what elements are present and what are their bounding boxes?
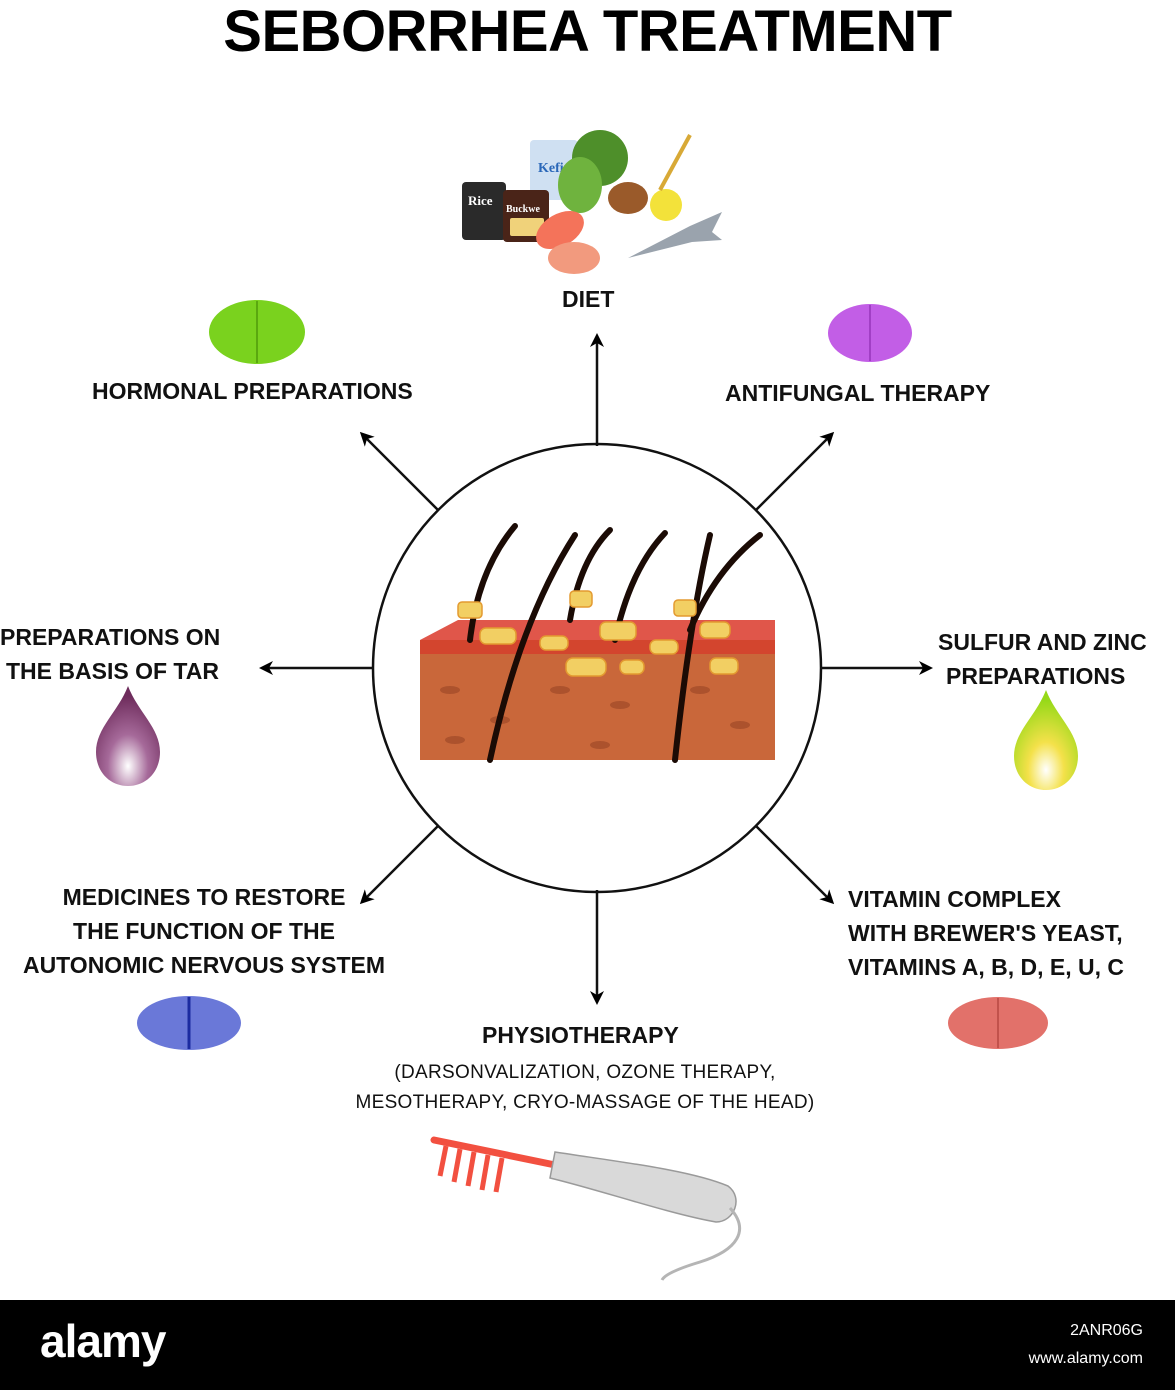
blue-pill-icon: [137, 996, 241, 1050]
vitamin-label: VITAMIN COMPLEX WITH BREWER'S YEAST, VIT…: [848, 882, 1124, 984]
food-group-icon: Kefir Rice Buckwe: [462, 130, 722, 274]
buckwheat-label: Buckwe: [506, 204, 540, 215]
page-title: SEBORRHEA TREATMENT: [223, 0, 952, 64]
image-id: 2ANR06G: [1070, 1322, 1143, 1339]
medicines-label-line-2: THE FUNCTION OF THE: [73, 918, 335, 944]
physiotherapy-details-line-1: (DARSONVALIZATION, OZONE THERAPY,: [394, 1062, 776, 1083]
arrow-down-right: [755, 825, 835, 905]
green-pill-icon: [209, 300, 305, 364]
brand-logo: alamy: [40, 1315, 166, 1367]
physiotherapy-details: (DARSONVALIZATION, OZONE THERAPY, MESOTH…: [340, 1058, 830, 1118]
tar-label-line-1: PREPARATIONS ON: [0, 624, 221, 650]
arrows-and-circle: Kefir Rice Buckwe: [96, 130, 1078, 1281]
arrow-down-left: [359, 825, 439, 905]
hormonal-label: HORMONAL PREPARATIONS: [92, 378, 413, 404]
sulfur-label-line-2: PREPARATIONS: [946, 663, 1126, 689]
sulfur-label: SULFUR AND ZINC PREPARATIONS: [938, 625, 1147, 693]
vitamin-label-line-1: VITAMIN COMPLEX: [848, 886, 1061, 912]
physiotherapy-details-line-2: MESOTHERAPY, CRYO-MASSAGE OF THE HEAD): [355, 1092, 815, 1113]
vitamin-label-line-3: VITAMINS A, B, D, E, U, C: [848, 954, 1125, 980]
purple-drop-icon: [96, 686, 160, 786]
medicines-label-line-1: MEDICINES TO RESTORE: [62, 884, 346, 910]
sulfur-label-line-1: SULFUR AND ZINC: [938, 629, 1147, 655]
medicines-label: MEDICINES TO RESTORE THE FUNCTION OF THE…: [0, 880, 408, 982]
arrow-up-left: [359, 431, 439, 511]
arrow-up-right: [755, 431, 835, 511]
yellow-green-drop-icon: [1014, 690, 1078, 790]
skin-cross-section: [420, 523, 775, 763]
darsonval-device-icon: [430, 1136, 742, 1281]
rice-label: Rice: [468, 193, 493, 208]
medicines-label-line-3: AUTONOMIC NERVOUS SYSTEM: [22, 952, 386, 978]
vitamin-label-line-2: WITH BREWER'S YEAST,: [848, 920, 1123, 946]
tar-label-line-2: THE BASIS OF TAR: [6, 658, 219, 684]
site-url: www.alamy.com: [1028, 1350, 1143, 1367]
antifungal-label: ANTIFUNGAL THERAPY: [725, 380, 991, 406]
footer-bar: alamy 2ANR06G www.alamy.com: [0, 1300, 1175, 1390]
diet-label: DIET: [562, 286, 615, 312]
physiotherapy-label: PHYSIOTHERAPY: [482, 1022, 679, 1048]
purple-pill-icon: [828, 304, 912, 362]
red-pill-icon: [948, 997, 1048, 1049]
tar-label: PREPARATIONS ON THE BASIS OF TAR: [0, 620, 220, 688]
